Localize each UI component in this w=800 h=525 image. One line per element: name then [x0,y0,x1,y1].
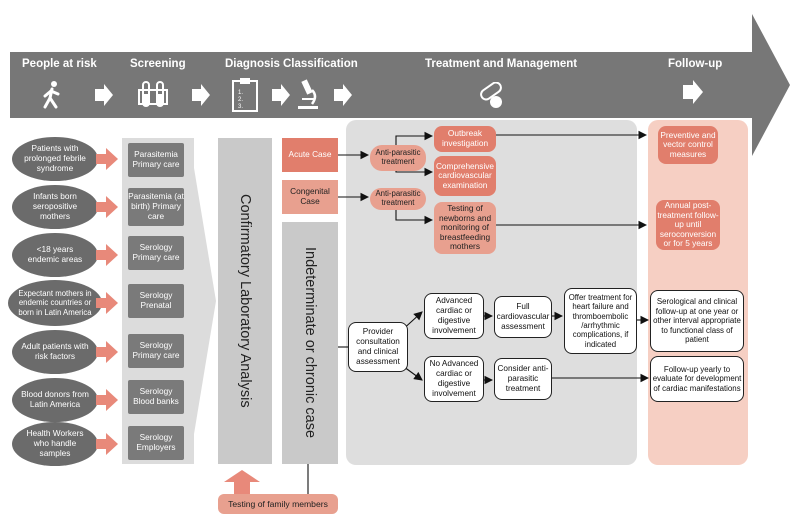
screening-box: Serology Prenatal [128,284,184,318]
header-banner [10,14,790,156]
svg-text:3.: 3. [238,104,243,110]
stage-diagnosis: Diagnosis [225,58,280,70]
risk-arrow [96,148,118,170]
annual-followup-box: Annual post-treatment follow-up until se… [656,200,720,250]
screening-box: Serology Primary care [128,334,184,368]
stage-classification: Classification [283,58,358,70]
microscope-icon [298,79,318,109]
family-testing-arrow [224,470,260,496]
clipboard-checklist-icon: 1. 2. 3. [232,78,258,112]
acute-case-box: Acute Case [282,138,338,172]
screening-box: Serology Blood banks [128,380,184,414]
risk-group-expectant-mothers: Expectant mothers in endemic countries o… [8,280,102,326]
risk-arrow [96,389,118,411]
offer-treatment-box: Offer treatment for heart failure and th… [564,288,637,354]
risk-arrow [96,196,118,218]
risk-arrow [96,244,118,266]
serological-followup-box: Serological and clinical follow-up at on… [650,290,744,352]
test-tubes-icon [138,81,168,107]
risk-arrow [96,341,118,363]
risk-group-infants: Infants born seropositive mothers [12,185,98,229]
risk-group-under-18: <18 years endemic areas [12,233,98,277]
screening-box: Parasitemia (at birth) Primary care [128,188,184,226]
full-cardiovascular-assessment-box: Full cardiovascular assessment [494,296,552,338]
screening-to-diagnosis-arrow [194,168,216,434]
stage-follow-up: Follow-up [668,58,723,70]
family-testing-box: Testing of family members [218,494,338,514]
chronic-label-wrap: Indeterminate or chronic case [282,222,338,464]
svg-text:1.: 1. [238,90,243,96]
diagnosis-label: Confirmatory Laboratory Analysis [237,194,253,408]
outbreak-investigation-box: Outbreak investigation [434,126,496,152]
risk-group-febrile: Patients with prolonged febrile syndrome [12,137,98,181]
risk-group-health-workers: Health Workers who handle samples [12,422,98,466]
diagnosis-label-wrap: Confirmatory Laboratory Analysis [218,138,272,464]
svg-text:2.: 2. [238,97,243,103]
provider-consultation-box: Provider consultation and clinical asses… [348,322,408,372]
cardiovascular-exam-box: Comprehensive cardiovascular examination [434,156,496,196]
diagnosis-panel [218,138,272,464]
risk-arrow [96,433,118,455]
risk-group-blood-donors: Blood donors from Latin America [12,378,98,422]
screening-box: Serology Employers [128,426,184,460]
consider-antiparasitic-box: Consider anti-parasitic treatment [494,358,552,400]
congenital-case-box: Congenital Case [282,180,338,214]
stage-screening: Screening [130,58,186,70]
chronic-case-panel [282,222,338,464]
preventive-measures-box: Preventive and vector control measures [658,126,718,164]
chronic-case-label: Indeterminate or chronic case [302,247,318,439]
antiparasitic-treatment-congenital: Anti-parasitic treatment [370,188,426,210]
pills-icon [480,82,502,108]
screening-box: Parasitemia Primary care [128,143,184,177]
stage-people-at-risk: People at risk [22,58,97,70]
antiparasitic-treatment-acute: Anti-parasitic treatment [370,145,426,171]
newborn-testing-box: Testing of newborns and monitoring of br… [434,202,496,254]
no-advanced-involvement-box: No Advanced cardiac or digestive involve… [424,356,484,402]
walking-person-icon [43,81,60,109]
advanced-involvement-box: Advanced cardiac or digestive involvemen… [424,293,484,339]
risk-arrow [96,292,118,314]
yearly-followup-box: Follow-up yearly to evaluate for develop… [650,356,744,402]
stage-treatment: Treatment and Management [425,58,578,70]
risk-group-adults: Adult patients with risk factors [12,330,98,374]
screening-box: Serology Primary care [128,236,184,270]
